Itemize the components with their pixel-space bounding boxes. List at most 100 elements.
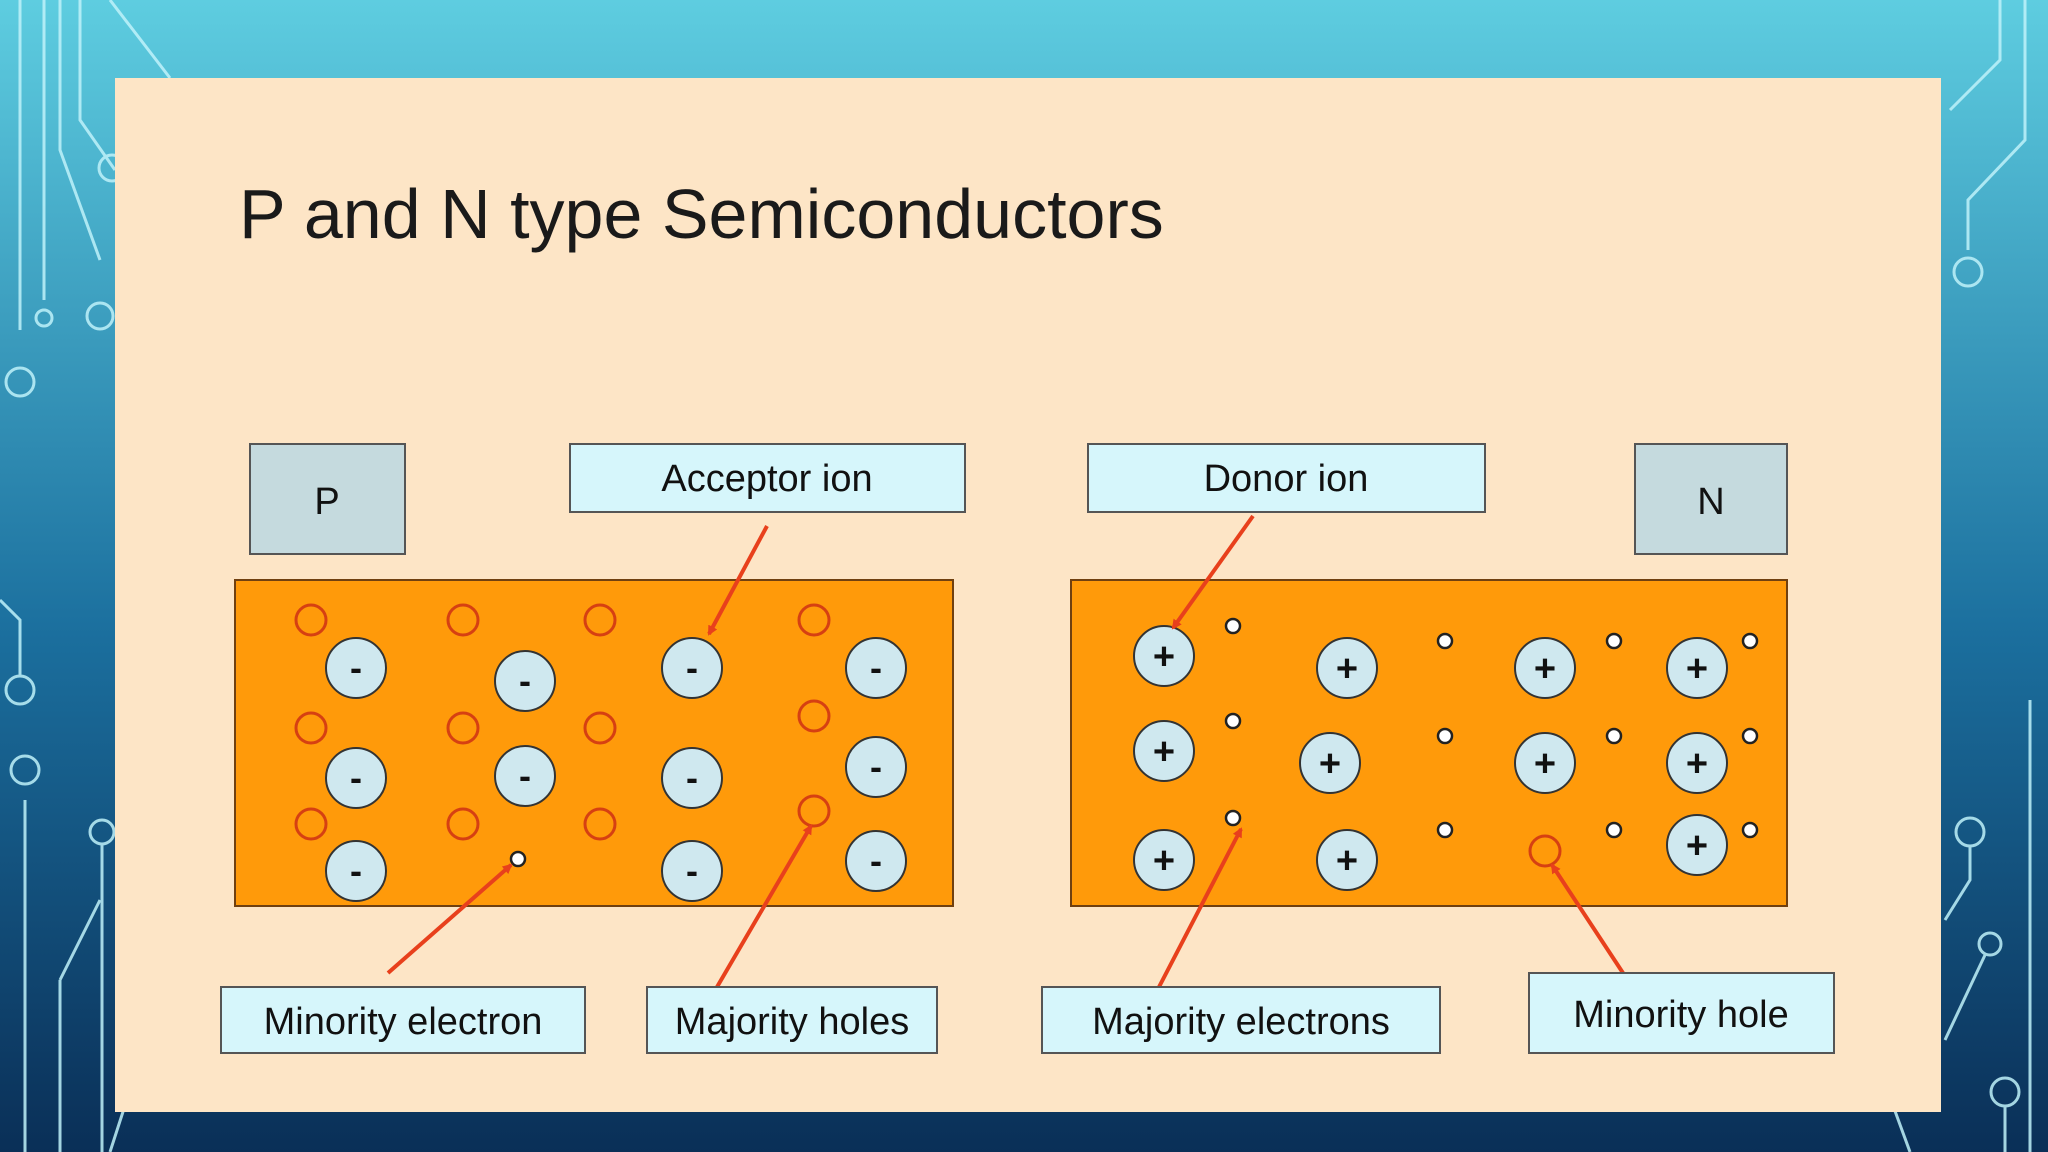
- plus-sign: +: [1153, 636, 1175, 678]
- hole: [446, 807, 480, 841]
- acceptor-ion: [845, 736, 907, 798]
- electron: [1741, 632, 1759, 650]
- semiconductor-diagram: P N Acceptor ion Donor ion: [220, 443, 1835, 1054]
- acceptor-ion: [325, 637, 387, 699]
- plus-sign: +: [1686, 648, 1708, 690]
- acceptor-ion: [494, 650, 556, 712]
- donor-ion-label: Donor ion: [1204, 458, 1369, 500]
- electron: [1741, 821, 1759, 839]
- donor-ion: [1666, 732, 1728, 794]
- minority-hole-label: Minority hole: [1573, 994, 1788, 1036]
- hole: [583, 603, 617, 637]
- minority-electron-label: Minority electron: [264, 1001, 543, 1043]
- donor-ion: [1316, 637, 1378, 699]
- p-acceptor-ions: [325, 637, 907, 902]
- minus-sign: -: [686, 757, 698, 798]
- electron: [1436, 821, 1454, 839]
- hole: [294, 807, 328, 841]
- plus-sign: +: [1534, 648, 1556, 690]
- p-majority-holes: [294, 603, 831, 841]
- n-ion-signs: + + + + + + + + + + +: [1153, 636, 1708, 882]
- hole: [797, 603, 831, 637]
- acceptor-ion-box: [569, 443, 966, 513]
- acceptor-ion: [325, 840, 387, 902]
- hole: [583, 807, 617, 841]
- donor-ion-arrow: [1171, 514, 1255, 630]
- electron: [1436, 632, 1454, 650]
- minus-sign: -: [686, 850, 698, 891]
- plus-sign: +: [1153, 731, 1175, 773]
- donor-ion: [1514, 637, 1576, 699]
- electron: [1436, 727, 1454, 745]
- donor-ion: [1299, 732, 1361, 794]
- acceptor-ion-label: Acceptor ion: [661, 458, 872, 500]
- pointer-arrows: [386, 514, 1625, 989]
- electron: [1224, 617, 1242, 635]
- acceptor-ion: [325, 747, 387, 809]
- minority-electron-arrow: [386, 863, 513, 975]
- acceptor-ion: [494, 745, 556, 807]
- plus-sign: +: [1153, 840, 1175, 882]
- majority-holes-arrow: [715, 824, 813, 989]
- majority-holes-box: [646, 986, 938, 1054]
- plus-sign: +: [1336, 840, 1358, 882]
- electron: [1224, 712, 1242, 730]
- minus-sign: -: [686, 647, 698, 688]
- acceptor-ion: [661, 840, 723, 902]
- hole: [294, 711, 328, 745]
- slide: P and N type Semiconductors P N Acceptor…: [115, 78, 1941, 1112]
- p-type-box: [249, 443, 406, 555]
- acceptor-ion: [845, 830, 907, 892]
- n-minority-hole: [1528, 834, 1562, 868]
- n-type-label: N: [1697, 481, 1724, 523]
- n-majority-electrons: [1224, 617, 1759, 839]
- acceptor-ion: [661, 747, 723, 809]
- n-type-box: [1634, 443, 1788, 555]
- plus-sign: +: [1686, 825, 1708, 867]
- majority-electrons-arrow: [1157, 827, 1243, 988]
- minus-sign: -: [519, 660, 531, 701]
- n-donor-ions: [1133, 625, 1728, 891]
- majority-holes-label: Majority holes: [675, 1001, 909, 1043]
- hole: [797, 699, 831, 733]
- acceptor-ion: [845, 637, 907, 699]
- donor-ion: [1316, 829, 1378, 891]
- electron: [1605, 632, 1623, 650]
- hole: [446, 711, 480, 745]
- electron: [1224, 809, 1242, 827]
- donor-ion: [1133, 625, 1195, 687]
- p-type-label: P: [314, 481, 339, 523]
- electron: [1605, 821, 1623, 839]
- electron: [1741, 727, 1759, 745]
- minus-sign: -: [350, 647, 362, 688]
- minus-sign: -: [350, 850, 362, 891]
- hole: [446, 603, 480, 637]
- minus-sign: -: [870, 746, 882, 787]
- hole: [294, 603, 328, 637]
- donor-ion: [1514, 732, 1576, 794]
- hole: [583, 711, 617, 745]
- acceptor-ion-arrow: [707, 525, 769, 636]
- p-minority-electron: [509, 850, 527, 868]
- minority-electron-box: [220, 986, 586, 1054]
- acceptor-ion: [661, 637, 723, 699]
- minus-sign: -: [350, 757, 362, 798]
- p-ion-signs: - - - - - - - - - - -: [350, 647, 882, 891]
- minus-sign: -: [870, 647, 882, 688]
- slide-title: P and N type Semiconductors: [239, 175, 1164, 253]
- majority-electrons-label: Majority electrons: [1092, 1001, 1390, 1043]
- donor-ion-box: [1087, 443, 1486, 513]
- majority-electrons-box: [1041, 986, 1441, 1054]
- minority-hole-arrow: [1550, 863, 1625, 975]
- minus-sign: -: [519, 755, 531, 796]
- electron: [1605, 727, 1623, 745]
- hole: [797, 794, 831, 828]
- plus-sign: +: [1534, 743, 1556, 785]
- plus-sign: +: [1686, 743, 1708, 785]
- donor-ion: [1133, 829, 1195, 891]
- minus-sign: -: [870, 840, 882, 881]
- donor-ion: [1666, 637, 1728, 699]
- donor-ion: [1666, 814, 1728, 876]
- plus-sign: +: [1319, 743, 1341, 785]
- donor-ion: [1133, 720, 1195, 782]
